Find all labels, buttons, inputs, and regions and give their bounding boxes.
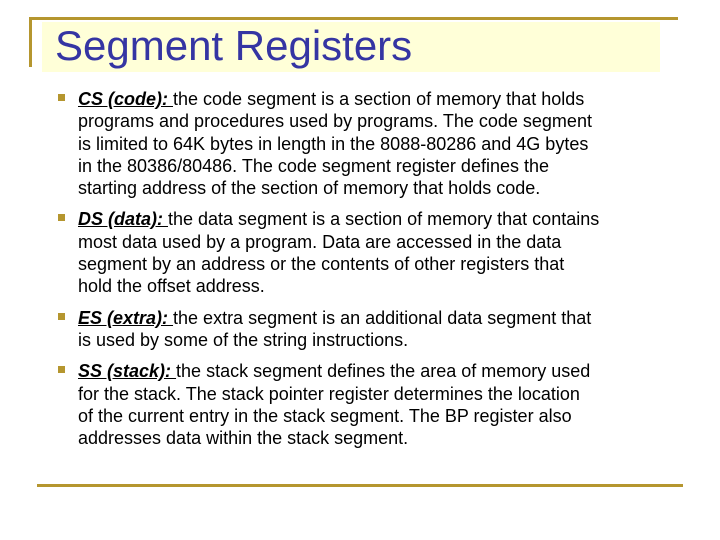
bullet-line: of the current entry in the stack segmen… — [78, 405, 572, 426]
bullet-line: DS (data): the data segment is a section… — [78, 209, 600, 230]
bullet-line: for the stack. The stack pointer registe… — [78, 383, 580, 404]
bullet-item: CS (code): the code segment is a section… — [58, 88, 698, 199]
left-accent-rule — [29, 17, 32, 67]
bullet-item: SS (stack): the stack segment defines th… — [58, 360, 698, 449]
bullet-line: starting address of the section of memor… — [78, 178, 541, 199]
bullet-lead: CS (code): — [78, 89, 174, 109]
bullet-square-icon — [58, 94, 65, 101]
bullet-line: ES (extra): the extra segment is an addi… — [78, 307, 592, 328]
bullet-line: addresses data within the stack segment. — [78, 428, 409, 449]
bottom-accent-rule — [37, 484, 683, 487]
bullet-line: programs and procedures used by programs… — [78, 111, 592, 132]
bullet-line: hold the offset address. — [78, 276, 265, 297]
bullet-lead: SS (stack): — [78, 361, 177, 382]
top-accent-rule — [29, 17, 678, 20]
bullet-item: ES (extra): the extra segment is an addi… — [58, 307, 698, 352]
bullet-line: CS (code): the code segment is a section… — [78, 89, 585, 109]
bullet-lead: ES (extra): — [78, 307, 174, 328]
bullet-square-icon — [58, 312, 65, 320]
bullet-line: is used by some of the string instructio… — [78, 329, 409, 350]
bullet-item: DS (data): the data segment is a section… — [58, 208, 698, 297]
title-banner: Segment Registers — [42, 22, 660, 72]
bullet-list: CS (code): the code segment is a section… — [58, 88, 698, 458]
bullet-lead: DS (data): — [78, 209, 168, 230]
bullet-square-icon — [58, 366, 65, 374]
bullet-line: SS (stack): the stack segment defines th… — [78, 361, 591, 382]
page-title: Segment Registers — [55, 22, 413, 69]
bullet-line: in the 80386/80486. The code segment reg… — [78, 155, 549, 176]
bullet-line: segment by an address or the contents of… — [78, 254, 565, 275]
bullet-line: is limited to 64K bytes in length in the… — [78, 133, 589, 154]
bullet-square-icon — [58, 214, 65, 222]
bullet-line: most data used by a program. Data are ac… — [78, 231, 562, 252]
